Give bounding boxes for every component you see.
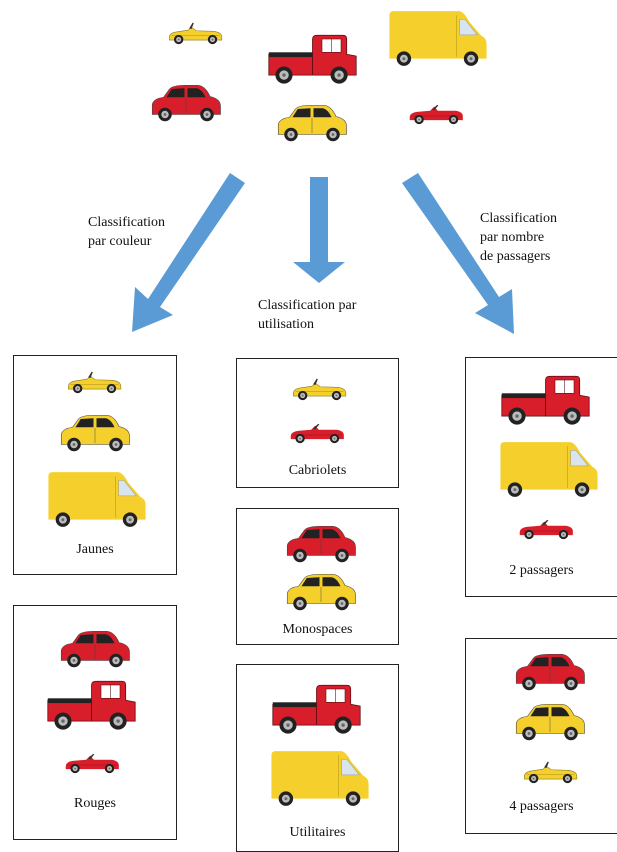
- group-vehicle: [44, 671, 139, 737]
- group-label: Cabriolets: [288, 463, 347, 478]
- arrow-use: [293, 177, 345, 283]
- group-label: 4 passagers: [509, 799, 574, 814]
- criterion-color-label: Classification par couleur: [88, 215, 165, 249]
- group-vehicle: [275, 521, 367, 566]
- group-vehicle: [500, 754, 600, 789]
- criterion-use-label: Classification par utilisation: [258, 298, 357, 332]
- group-vehicle: [49, 626, 141, 671]
- source-vehicle-yellow-van: [383, 7, 493, 69]
- group-box-jaunes: Jaunes: [13, 355, 177, 575]
- group-vehicle: [42, 468, 152, 530]
- group-box-2-passagers: 2 passagers: [465, 357, 617, 597]
- group-vehicle: [265, 747, 375, 809]
- group-box-cabriolets: Cabriolets: [236, 358, 399, 488]
- group-vehicle: [496, 510, 596, 545]
- group-vehicle: [269, 371, 369, 406]
- source-vehicle-yellow-roadster: [145, 15, 245, 50]
- group-vehicle: [275, 569, 367, 614]
- group-box-monospaces: Monospaces: [236, 508, 399, 645]
- group-label: Jaunes: [76, 542, 114, 557]
- group-vehicle: [504, 649, 596, 694]
- group-vehicle: [44, 364, 144, 399]
- source-vehicle-red-minivan: [140, 80, 232, 125]
- source-vehicle-red-cabriolet: [386, 95, 486, 130]
- group-label: Utilitaires: [289, 825, 346, 840]
- arrow-passengers: [402, 173, 514, 334]
- group-vehicle: [269, 675, 364, 741]
- group-vehicle: [494, 438, 604, 500]
- group-vehicle: [42, 744, 142, 779]
- criterion-passengers-label: Classification par nombre de passagers: [480, 211, 557, 264]
- group-box-rouges: Rouges: [13, 605, 177, 840]
- arrow-color: [132, 173, 245, 332]
- group-label: 2 passagers: [509, 563, 574, 578]
- group-label: Monospaces: [282, 622, 353, 637]
- group-vehicle: [504, 699, 596, 744]
- group-vehicle: [49, 410, 141, 455]
- source-vehicle-yellow-minivan: [266, 100, 358, 145]
- group-vehicle: [267, 414, 367, 449]
- group-box-4-passagers: 4 passagers: [465, 638, 617, 834]
- group-box-utilitaires: Utilitaires: [236, 664, 399, 852]
- source-vehicle-red-pickup: [265, 25, 360, 91]
- group-vehicle: [498, 366, 593, 432]
- group-label: Rouges: [74, 796, 116, 811]
